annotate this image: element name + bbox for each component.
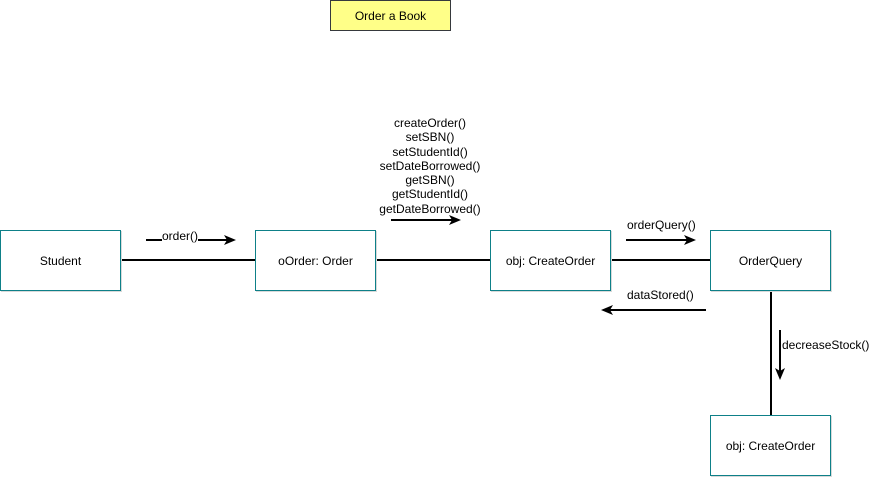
message-label-get-date-borrowed: getDateBorrowed() xyxy=(379,201,481,216)
message-arrow-data-stored xyxy=(601,305,706,315)
message-label-set-student-id: setStudentId() xyxy=(392,144,468,159)
diagram-title[interactable]: Order a Book xyxy=(330,0,451,31)
message-arrow-decrease-stock xyxy=(775,330,785,380)
message-label-data-stored: dataStored() xyxy=(627,288,694,302)
message-label-get-sbn: getSBN() xyxy=(405,173,455,188)
object-order-label: oOrder: Order xyxy=(278,253,353,268)
object-student[interactable]: Student xyxy=(0,230,121,291)
object-student-label: Student xyxy=(39,253,82,268)
object-create-order-label: obj: CreateOrder xyxy=(505,253,596,268)
message-label-decrease-stock: decreaseStock() xyxy=(782,338,870,352)
object-order[interactable]: oOrder: Order xyxy=(255,230,376,291)
object-order-query-label: OrderQuery xyxy=(738,253,803,268)
message-label-order-query: orderQuery() xyxy=(627,218,696,232)
message-label-get-student-id: getStudentId() xyxy=(391,187,469,202)
message-label-set-date-borrowed: setDateBorrowed() xyxy=(379,158,481,173)
object-order-query[interactable]: OrderQuery xyxy=(710,230,831,291)
message-arrow-order-query xyxy=(626,235,696,245)
object-create-order-2[interactable]: obj: CreateOrder xyxy=(710,415,831,476)
message-label-order: order() xyxy=(162,229,199,243)
message-label-create-order: createOrder() xyxy=(393,116,467,130)
message-label-set-sbn: setSBN() xyxy=(405,130,455,145)
object-create-order[interactable]: obj: CreateOrder xyxy=(490,230,611,291)
object-create-order-2-label: obj: CreateOrder xyxy=(725,438,816,453)
message-arrow-create-order xyxy=(391,215,461,225)
message-label-stack-create-order: createOrder() setSBN() setStudentId() se… xyxy=(370,116,490,216)
diagram-title-label: Order a Book xyxy=(354,8,427,23)
